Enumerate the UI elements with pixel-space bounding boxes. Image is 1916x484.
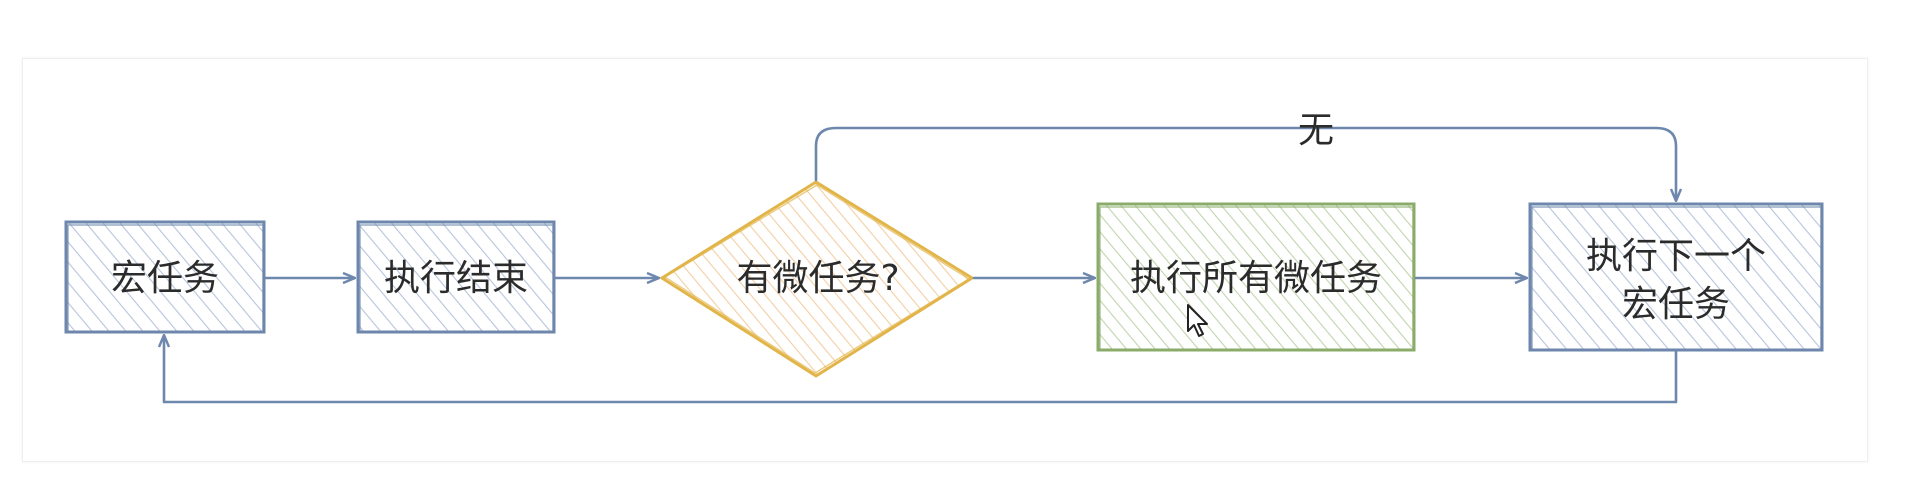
node-execution-done: 执行结束 <box>356 220 556 334</box>
mouse-cursor-icon <box>1187 304 1208 337</box>
node-has-microtask-label: 有微任务? <box>736 258 899 299</box>
node-next-macrotask: 执行下一个 宏任务 <box>1528 202 1824 352</box>
node-run-all-microtasks-label: 执行所有微任务 <box>1130 258 1382 299</box>
edge-label-no: 无 <box>1298 110 1334 151</box>
edge-next-loop-to-macrotask <box>164 336 1678 404</box>
node-macrotask: 宏任务 <box>64 220 266 334</box>
node-run-all-microtasks: 执行所有微任务 <box>1096 202 1416 352</box>
node-has-microtask: 有微任务? <box>659 180 975 378</box>
edge-decision-no-to-next <box>814 126 1676 200</box>
node-next-macrotask-label-line2: 宏任务 <box>1622 284 1730 325</box>
node-macrotask-label: 宏任务 <box>111 258 219 299</box>
node-next-macrotask-label-line1: 执行下一个 <box>1586 236 1766 277</box>
node-execution-done-label: 执行结束 <box>384 258 528 299</box>
